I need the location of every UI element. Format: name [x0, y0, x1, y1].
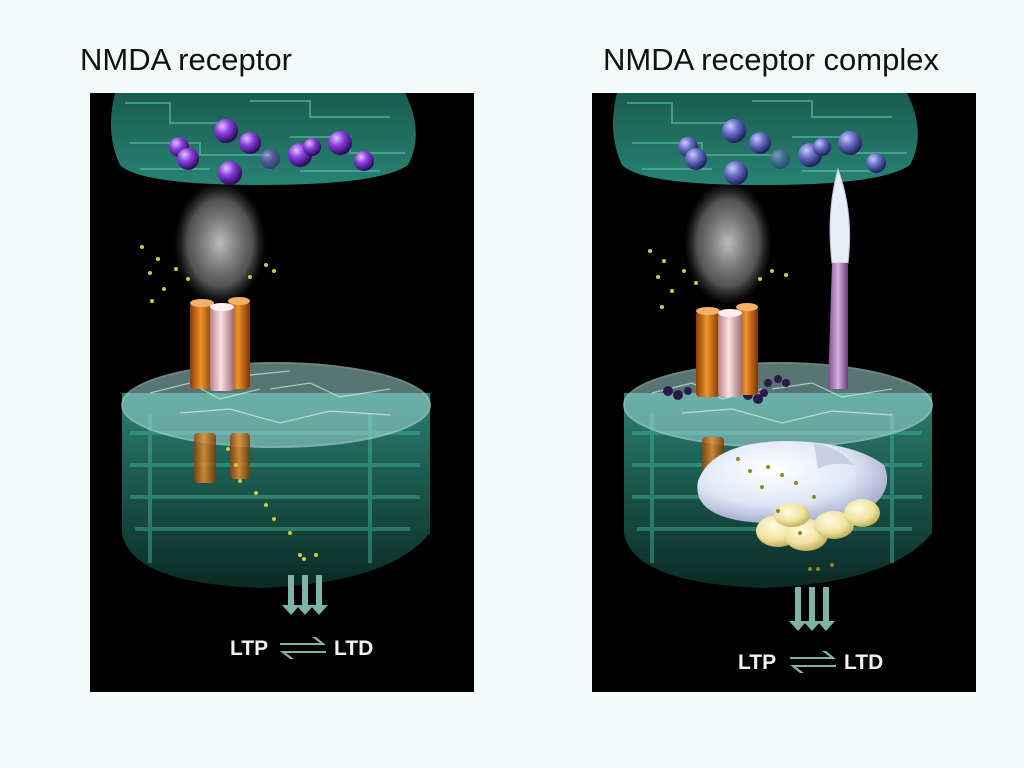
- nmda-receptor-complex-illustration: LTP LTD: [592, 93, 976, 692]
- nmda-receptor-svg: LTP LTD: [111, 93, 431, 660]
- synaptic-vesicles: [678, 119, 886, 185]
- nmda-receptor-complex-svg: LTP LTD: [613, 93, 933, 674]
- ion-flow: [736, 457, 834, 571]
- adhesion-protein: [828, 167, 851, 389]
- equilibrium-arrows-icon: [280, 637, 326, 659]
- nmda-channel: [190, 297, 250, 483]
- synaptic-vesicles: [169, 119, 374, 185]
- kinase-cluster: [756, 499, 880, 551]
- signal-arrows: [282, 575, 328, 615]
- title-nmda-receptor: NMDA receptor: [80, 42, 292, 77]
- glutamate-release-cloud: [174, 181, 266, 305]
- postsynaptic-membrane: [121, 362, 431, 588]
- nmda-receptor-illustration: LTP LTD: [90, 93, 474, 692]
- title-nmda-receptor-complex: NMDA receptor complex: [603, 42, 939, 77]
- ltd-label: LTD: [844, 651, 883, 674]
- ion-flow: [226, 447, 318, 561]
- nmda-channel: [696, 303, 758, 477]
- ltp-label: LTP: [738, 651, 776, 674]
- ltp-label: LTP: [230, 637, 268, 660]
- ltd-label: LTD: [334, 637, 373, 660]
- glutamate-release-cloud: [684, 181, 772, 305]
- calcium-ions: [648, 249, 788, 309]
- presynaptic-membrane: [111, 93, 416, 185]
- calcium-ions: [140, 245, 276, 303]
- signal-arrows: [789, 587, 835, 631]
- scaffold-protein: [697, 441, 888, 524]
- equilibrium-arrows-icon: [790, 651, 836, 673]
